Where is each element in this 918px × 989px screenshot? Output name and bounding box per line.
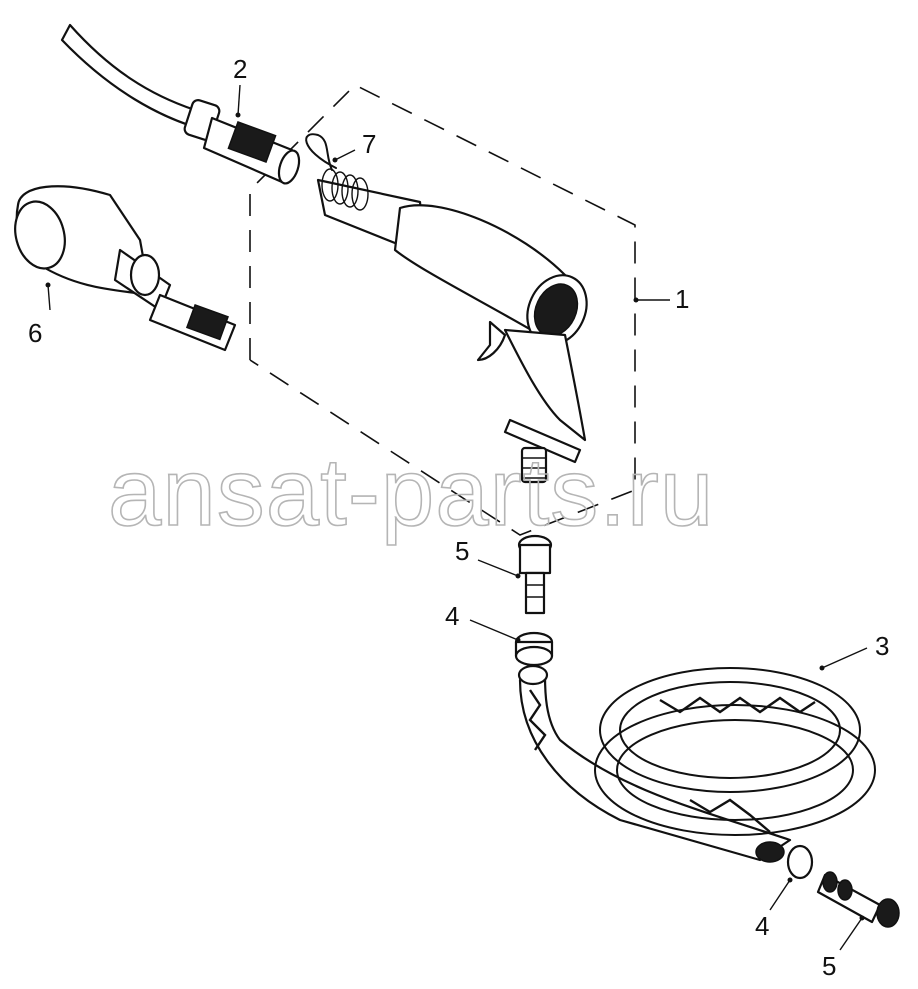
callout-5: 5	[822, 951, 836, 981]
watermark: ansat-parts.ru	[108, 439, 714, 546]
hose-connector-icon	[60, 23, 301, 185]
callout-6: 5	[455, 536, 469, 566]
assembly-outline	[249, 84, 636, 536]
spray-gun-icon	[316, 168, 588, 484]
hose-clamp-icon	[786, 844, 814, 880]
nipple-fitting-icon	[816, 871, 900, 928]
callout-8: 7	[362, 129, 376, 159]
leader-lines	[45, 84, 868, 951]
callout-1: 1	[675, 284, 689, 314]
callout-3: 3	[875, 631, 889, 661]
hose-clamp-icon	[514, 631, 554, 667]
callout-2: 2	[233, 54, 247, 84]
callout-7: 6	[28, 318, 42, 348]
callout-4-lower: 4	[755, 911, 769, 941]
suction-nozzle-icon	[14, 185, 237, 352]
swivel-fitting-icon	[517, 534, 553, 615]
hook-icon	[305, 133, 337, 171]
callout-4-upper: 4	[445, 601, 459, 631]
coiled-hose-icon	[517, 664, 876, 863]
